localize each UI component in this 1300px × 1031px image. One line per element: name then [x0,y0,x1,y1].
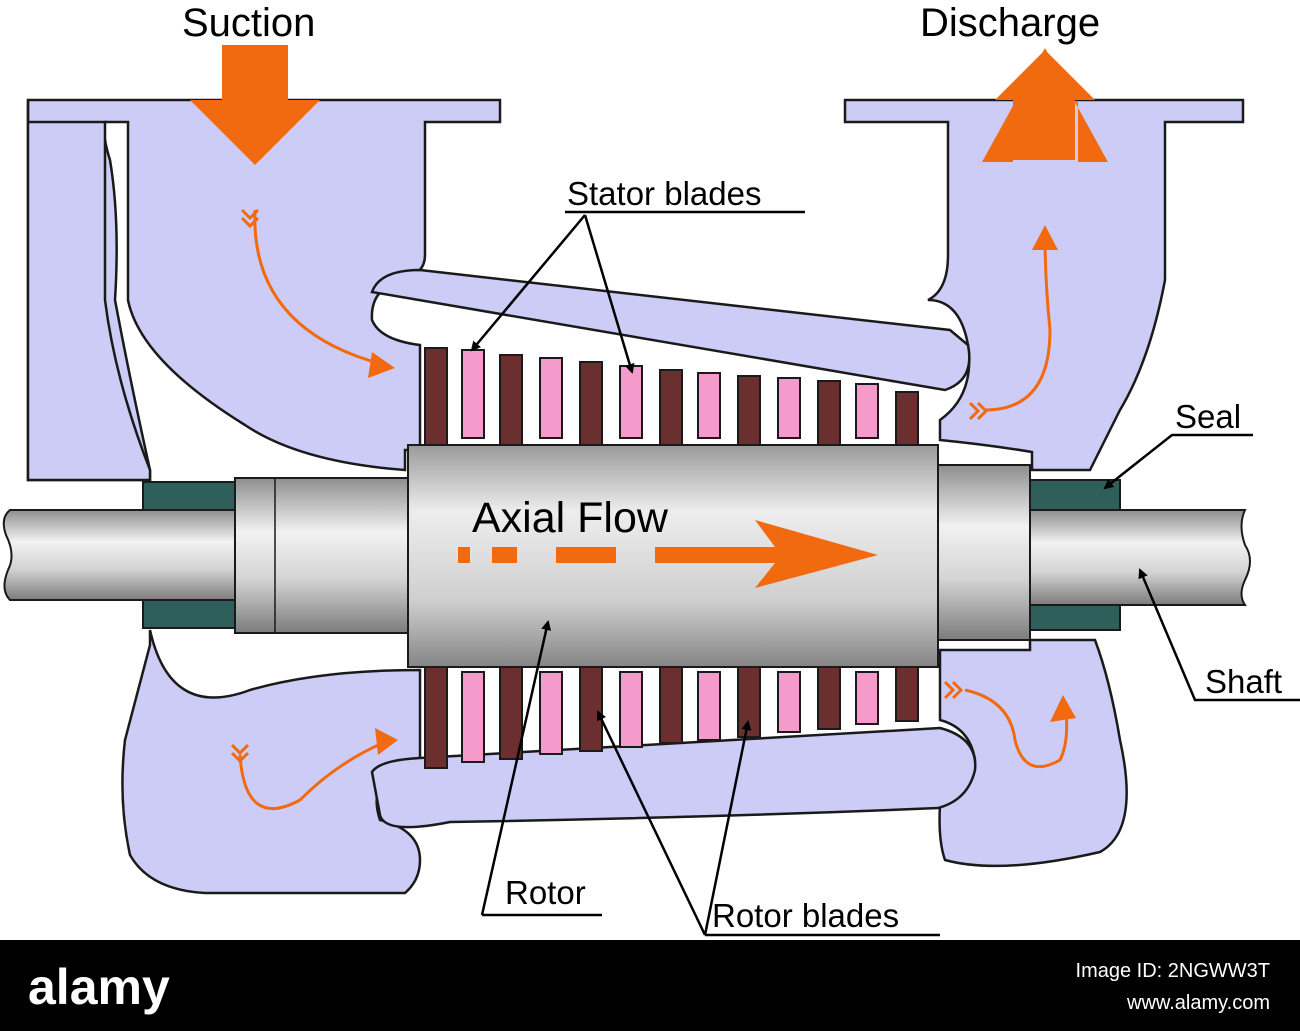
curved-flow-arrows [238,209,1069,811]
suction-arrow [190,45,320,165]
stator-blade [461,671,485,763]
seal-leader [1103,433,1253,490]
casing [26,98,1245,895]
stock-footer-bar: alamy Image ID: 2NGWW3T www.alamy.com [0,940,1300,1031]
discharge-chamber [843,98,1245,472]
discharge-label: Discharge [920,1,1100,45]
rotor-blade [499,664,523,760]
left-seal-top [142,481,239,515]
stator-blade [777,671,801,733]
left-seal-bottom [142,597,239,629]
rotor-blade [817,664,841,730]
stator-blade [855,671,879,725]
stator-blade [697,372,721,439]
shaft [2,444,1251,668]
shaft-label: Shaft [1205,663,1282,700]
stator-blade [461,349,485,439]
rotor-blade [424,347,448,449]
rotor-blades-label: Rotor blades [712,897,899,934]
right-shaft [1019,509,1251,606]
axial-arrow-head [655,520,878,588]
rotor-blade [895,664,919,722]
stator-leader-1 [470,214,586,352]
rotor-blade [659,664,683,744]
rotor-leader [480,622,602,917]
footer-brand: alamy [28,959,170,1015]
stator-blade [777,377,801,439]
stator-blade [619,671,643,748]
discharge-arrow-head [995,50,1095,160]
axial-dash-3 [556,547,616,563]
flow-curve-upper-left [253,209,386,367]
rotor-blades-leader-2 [703,720,752,936]
curved-arrow-heads [230,208,1076,764]
left-shaft [2,509,241,601]
axial-compressor-diagram: Suction Discharge Stator blades Seal Axi… [2,1,1300,937]
rotor-blade [737,664,761,738]
rotor-blade [659,369,683,449]
footer-site: www.alamy.com [1127,992,1270,1014]
suction-chamber [26,98,502,482]
rotor-label: Rotor [505,874,586,911]
suction-outer-wall [26,100,152,482]
rotor-blade [817,380,841,449]
rotor-blade [579,664,603,752]
rotor-blades-leader-1 [596,710,707,936]
rotor-blade [424,664,448,769]
suction-label: Suction [182,1,315,45]
stator-blade [855,383,879,439]
stator-blades-label: Stator blades [567,175,761,212]
rotor-blade [499,354,523,449]
right-hub [934,464,1031,641]
stator-blade [539,671,563,755]
lower-blades [424,664,919,769]
stator-blade [619,365,643,439]
stator-blade [539,357,563,439]
shaft-leader [1138,568,1300,702]
right-seal-top [1024,479,1121,513]
axial-flow-label: Axial Flow [472,494,669,542]
upper-stator-housing [370,268,971,392]
stator-blade [697,671,721,741]
axial-dash-1 [458,547,470,563]
left-hub [234,477,411,634]
flow-curve-lower-right [964,688,1069,769]
upper-blades [424,347,919,449]
flow-curve-lower-left [238,738,391,811]
leader-lines [470,210,1300,937]
rotor-blade [895,391,919,449]
lower-left-chamber [121,629,422,895]
flow-curve-upper-right [984,234,1052,412]
rotor-blade [737,375,761,449]
flow-arrows [190,45,1108,588]
stator-leader-2 [583,214,635,374]
rotor-blade [579,361,603,449]
axial-dash-2 [492,547,517,563]
seal-label: Seal [1175,398,1241,435]
footer-image-id: Image ID: 2NGWW3T [1075,960,1270,982]
